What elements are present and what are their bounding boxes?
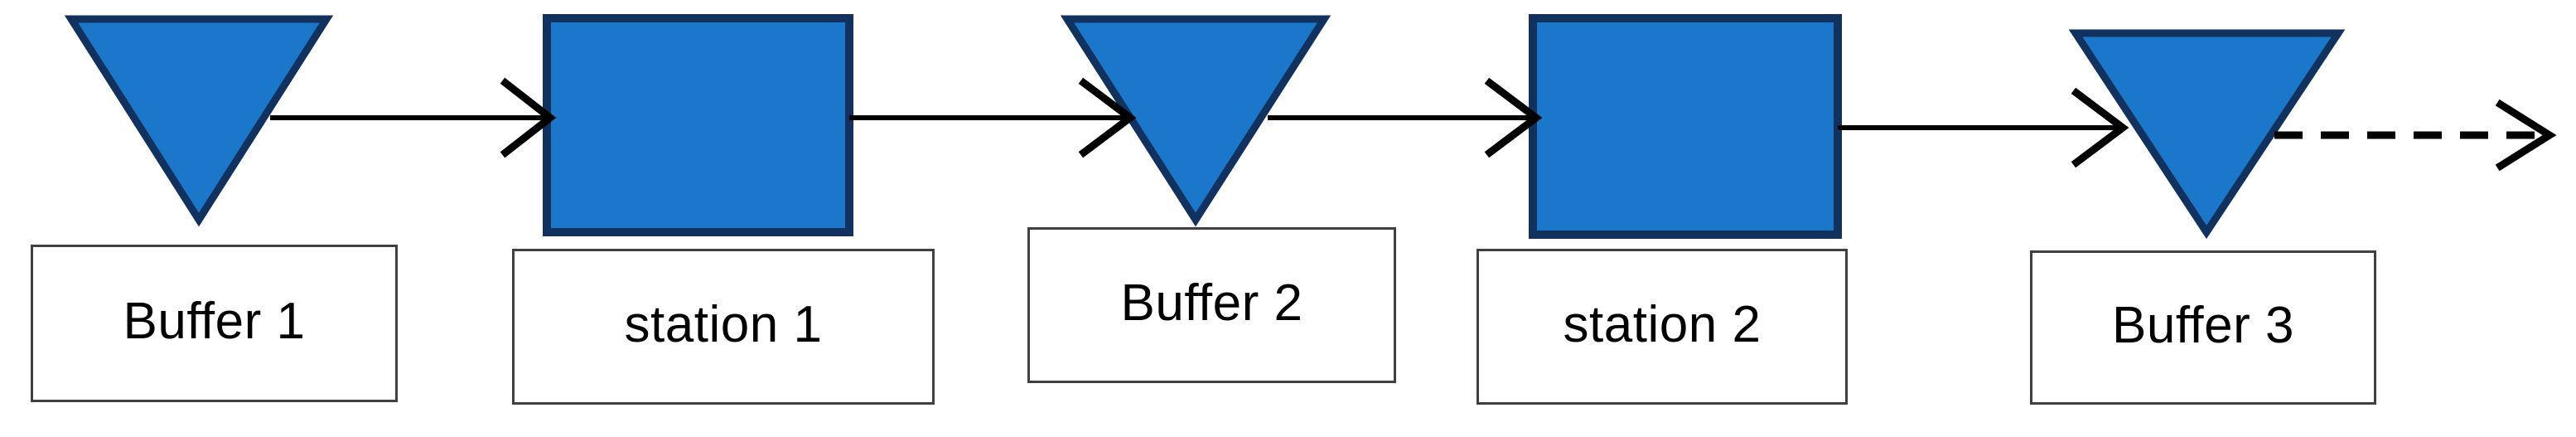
station-2-rectangle[interactable]: [1529, 14, 1842, 239]
buffer-3-label-box[interactable]: Buffer 3: [2030, 250, 2376, 405]
station-1-rectangle[interactable]: [543, 14, 853, 236]
arrow-buffer3-to-next: [2274, 99, 2557, 172]
arrow-station1-to-buffer2: [849, 77, 1137, 158]
buffer-1-triangle[interactable]: [64, 15, 334, 227]
arrow-buffer1-to-station1: [270, 77, 557, 158]
buffer-3-triangle[interactable]: [2068, 29, 2346, 240]
arrow-station2-to-buffer3: [1838, 87, 2129, 168]
buffer-1-label: Buffer 1: [123, 293, 306, 350]
station-2-label-box[interactable]: station 2: [1476, 249, 1848, 405]
station-1-label-box[interactable]: station 1: [512, 249, 935, 405]
buffer-3-label: Buffer 3: [2111, 297, 2294, 354]
buffer-2-label: Buffer 2: [1120, 274, 1303, 332]
arrow-buffer2-to-station2: [1268, 77, 1543, 158]
station-1-label: station 1: [624, 296, 823, 353]
buffer-2-label-box[interactable]: Buffer 2: [1027, 227, 1396, 383]
station-2-label: station 2: [1563, 296, 1762, 353]
buffer-1-label-box[interactable]: Buffer 1: [31, 245, 398, 402]
